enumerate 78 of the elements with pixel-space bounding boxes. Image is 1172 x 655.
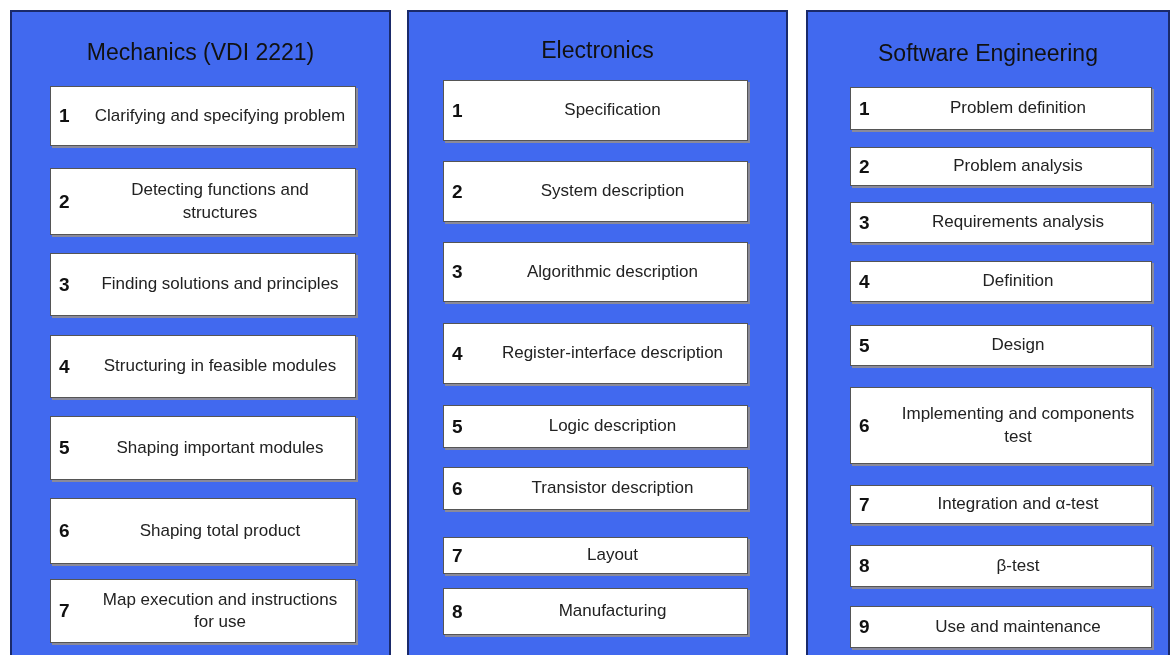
step-label: Manufacturing xyxy=(557,600,668,623)
step-number: 8 xyxy=(858,555,871,577)
step-label: Use and maintenance xyxy=(934,615,1102,638)
step-number: 3 xyxy=(58,273,71,296)
process-panel xyxy=(10,10,391,655)
step-label: Finding solutions and principles xyxy=(100,273,340,296)
step-number: 7 xyxy=(858,493,871,516)
step-label: Requirements analysis xyxy=(931,211,1105,234)
step-label: Structuring in feasible modules xyxy=(102,355,338,378)
step-label: Map execution and instructions for use xyxy=(101,588,339,633)
step-box xyxy=(50,168,356,235)
step-box xyxy=(850,387,1152,464)
step-box xyxy=(850,87,1152,130)
step-number: 1 xyxy=(451,99,464,122)
step-number: 2 xyxy=(858,155,871,178)
step-box xyxy=(443,161,748,222)
step-label: Problem analysis xyxy=(952,155,1084,178)
step-box xyxy=(443,242,748,302)
panel-title: Software Engineering xyxy=(877,40,1099,67)
panel-title: Mechanics (VDI 2221) xyxy=(85,39,316,66)
step-label: Definition xyxy=(981,270,1055,293)
step-number: 1 xyxy=(858,97,871,120)
step-box xyxy=(850,147,1152,186)
step-number: 5 xyxy=(58,437,71,459)
step-label: Algorithmic description xyxy=(526,260,699,283)
step-number: 3 xyxy=(858,211,871,234)
step-box xyxy=(50,253,356,316)
step-number: 5 xyxy=(858,334,871,357)
step-number: 3 xyxy=(451,261,464,283)
step-label: Transistor description xyxy=(530,477,695,500)
step-number: 8 xyxy=(451,600,464,623)
step-label: Design xyxy=(990,334,1046,357)
step-number: 6 xyxy=(451,477,464,500)
step-box xyxy=(850,325,1152,366)
step-label: Clarifying and specifying problem xyxy=(93,104,347,127)
step-box xyxy=(443,588,748,635)
step-box xyxy=(443,405,748,448)
step-number: 5 xyxy=(451,415,464,438)
step-box xyxy=(443,467,748,510)
step-number: 9 xyxy=(858,616,871,638)
step-number: 7 xyxy=(451,544,464,567)
step-number: 6 xyxy=(58,520,71,542)
step-label: β-test xyxy=(995,554,1041,577)
step-box xyxy=(850,261,1152,302)
step-number: 1 xyxy=(58,105,71,127)
step-number: 4 xyxy=(858,270,871,293)
process-panel xyxy=(407,10,788,655)
step-label: Integration and α-test xyxy=(936,493,1100,516)
step-label: System description xyxy=(539,180,686,203)
step-label: Detecting functions and structures xyxy=(130,179,310,224)
step-label: Implementing and components test xyxy=(900,403,1136,448)
step-box xyxy=(443,80,748,141)
process-panel xyxy=(806,10,1170,655)
step-number: 7 xyxy=(58,600,71,622)
step-label: Problem definition xyxy=(948,97,1088,120)
step-number: 6 xyxy=(858,414,871,437)
step-box xyxy=(50,416,356,480)
step-box xyxy=(850,485,1152,524)
step-label: Shaping total product xyxy=(138,519,302,542)
step-number: 2 xyxy=(58,190,71,213)
step-number: 2 xyxy=(451,180,464,203)
step-label: Shaping important modules xyxy=(115,436,325,459)
step-box xyxy=(850,202,1152,243)
step-box xyxy=(443,537,748,574)
step-label: Layout xyxy=(585,544,639,567)
step-label: Logic description xyxy=(547,415,678,438)
step-number: 4 xyxy=(58,355,71,378)
step-box xyxy=(50,335,356,398)
step-box xyxy=(50,86,356,146)
step-box xyxy=(50,579,356,643)
panel-title: Electronics xyxy=(540,37,655,64)
step-box xyxy=(850,545,1152,587)
step-box xyxy=(850,606,1152,648)
step-box xyxy=(50,498,356,564)
step-box xyxy=(443,323,748,384)
step-label: Register-interface description xyxy=(500,342,725,365)
step-number: 4 xyxy=(451,342,464,365)
step-label: Specification xyxy=(563,99,662,122)
